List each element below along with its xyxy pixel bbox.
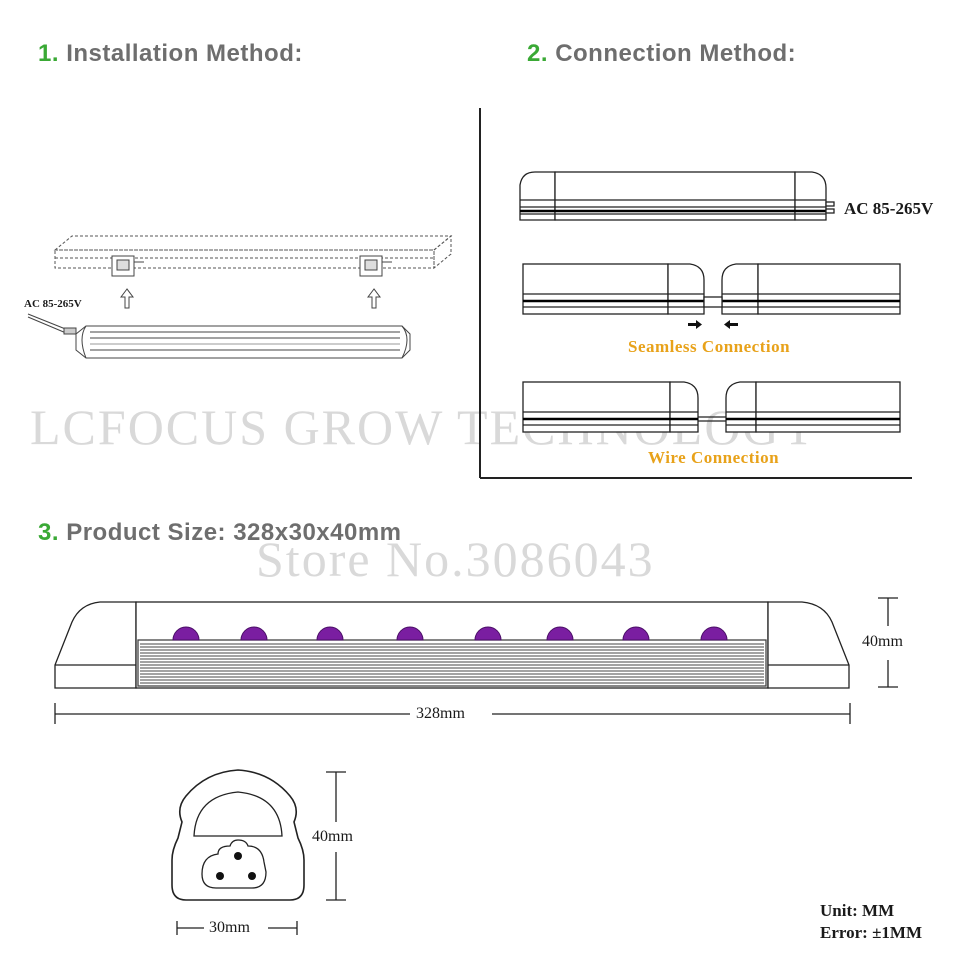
connection-heading-number: 2. <box>527 40 549 67</box>
product-front-view <box>54 601 850 689</box>
led-dome <box>316 626 344 641</box>
led-dome <box>474 626 502 641</box>
height-front-label: 40mm <box>862 633 903 650</box>
width-profile-label: 30mm <box>209 919 250 936</box>
installation-voltage-label: AC 85-265V <box>24 298 82 310</box>
led-dome <box>396 626 424 641</box>
led-dome <box>700 626 728 641</box>
unit-note: Unit: MM <box>820 901 895 920</box>
connection-voltage-label: AC 85-265V <box>844 199 934 218</box>
led-row <box>172 626 728 641</box>
connection-seamless <box>522 263 901 315</box>
lamp-perspective <box>75 325 411 359</box>
installation-drawing <box>27 234 453 359</box>
mounting-clip-right <box>359 255 392 277</box>
size-heading-title: Product Size: 328x30x40mm <box>66 519 402 546</box>
seamless-connection-label: Seamless Connection <box>628 337 791 356</box>
mounting-clip-left <box>111 255 144 277</box>
seamless-arrows <box>688 320 738 329</box>
length-dimension <box>54 703 851 724</box>
store-watermark: Store No.3086043 <box>256 531 655 587</box>
error-note: Error: ±1MM <box>820 923 922 942</box>
led-dome <box>546 626 574 641</box>
installation-heading: 1. Installation Method: <box>38 40 303 68</box>
size-heading-number: 3. <box>38 519 60 546</box>
up-arrow-right <box>367 288 381 309</box>
product-end-profile <box>171 769 305 901</box>
led-dome <box>172 626 200 641</box>
connection-wire <box>522 381 901 433</box>
wire-connection-label: Wire Connection <box>648 448 780 467</box>
height-profile-dimension <box>326 771 346 901</box>
installation-heading-title: Installation Method: <box>66 40 303 67</box>
connection-heading-title: Connection Method: <box>555 40 797 67</box>
led-dome <box>622 626 650 641</box>
length-label: 328mm <box>416 705 465 722</box>
up-arrow-left <box>120 288 134 309</box>
width-profile-dimension <box>176 921 298 935</box>
height-front-dimension <box>878 597 898 688</box>
height-profile-label: 40mm <box>312 828 353 845</box>
size-heading: 3. Product Size: 328x30x40mm <box>38 519 402 547</box>
led-dome <box>240 626 268 641</box>
connection-single-lamp <box>519 171 835 221</box>
power-cord <box>27 313 69 331</box>
connection-heading: 2. Connection Method: <box>527 40 796 68</box>
heatsink-fins <box>140 643 764 684</box>
installation-heading-number: 1. <box>38 40 60 67</box>
